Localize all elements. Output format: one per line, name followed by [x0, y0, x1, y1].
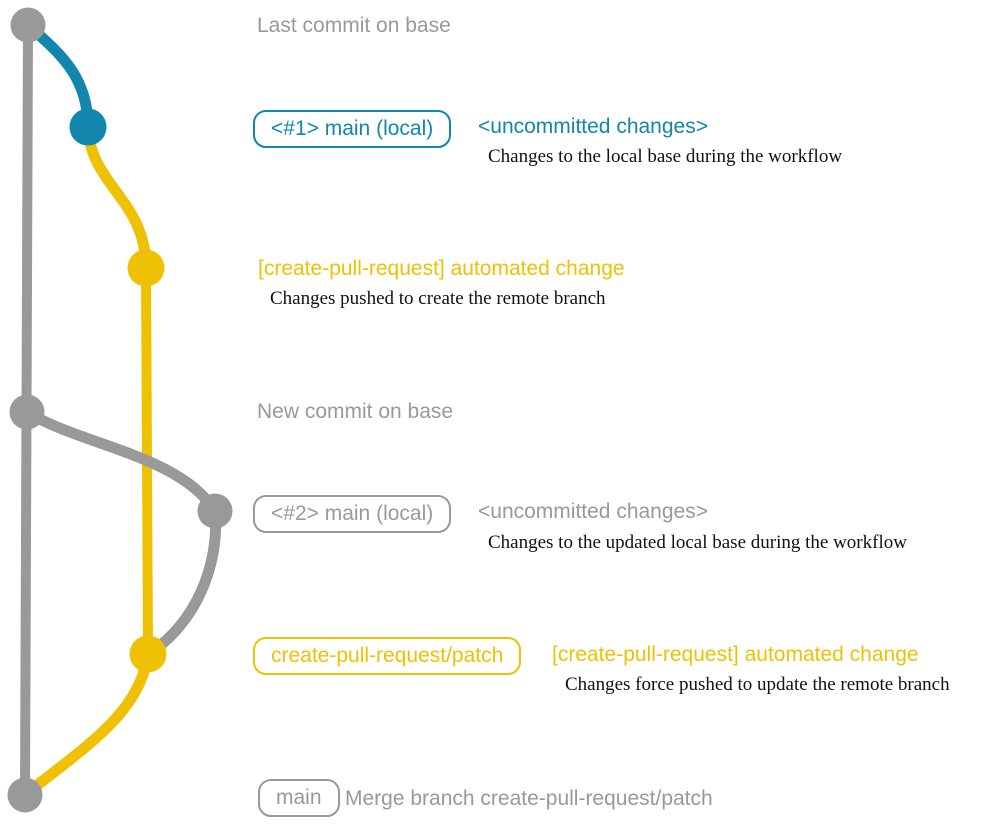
commit-message-automated-change-1: [create-pull-request] automated change — [258, 257, 625, 280]
note-pushed-create-remote: Changes pushed to create the remote bran… — [270, 288, 606, 309]
label-last-commit-on-base: Last commit on base — [257, 14, 451, 37]
commit-dot-last-base — [10, 7, 46, 43]
local-main-2-branch-curve — [21, 406, 221, 517]
commit-dot-local-main-1 — [69, 108, 107, 146]
commit-dot-patch-2 — [129, 635, 167, 673]
commit-message-merge-branch: Merge branch create-pull-request/patch — [345, 787, 713, 810]
label-new-commit-on-base: New commit on base — [257, 400, 454, 423]
commit-dot-new-base — [9, 394, 45, 430]
commit-dot-patch-1 — [127, 249, 165, 287]
note-local-base-changes: Changes to the local base during the wor… — [488, 146, 843, 167]
patch-branch-create-curve — [82, 121, 152, 274]
status-uncommitted-changes-1: <uncommitted changes> — [478, 115, 708, 138]
branch-tag-create-pull-request-patch: create-pull-request/patch — [253, 637, 522, 675]
status-uncommitted-changes-2: <uncommitted changes> — [478, 500, 708, 523]
commit-dot-local-main-2 — [197, 493, 233, 529]
branch-tag-main-local-1: <#1> main (local) — [253, 110, 452, 148]
note-force-pushed-update-remote: Changes force pushed to update the remot… — [565, 674, 950, 695]
note-updated-local-base-changes: Changes to the updated local base during… — [488, 532, 907, 553]
branch-tag-main-local-2: <#2> main (local) — [253, 495, 452, 533]
branch-tag-main: main — [258, 779, 340, 817]
merge-curve — [19, 648, 154, 801]
force-push-curve — [142, 505, 222, 660]
commit-dot-merge — [7, 777, 43, 813]
commit-message-automated-change-2: [create-pull-request] automated change — [552, 643, 919, 666]
